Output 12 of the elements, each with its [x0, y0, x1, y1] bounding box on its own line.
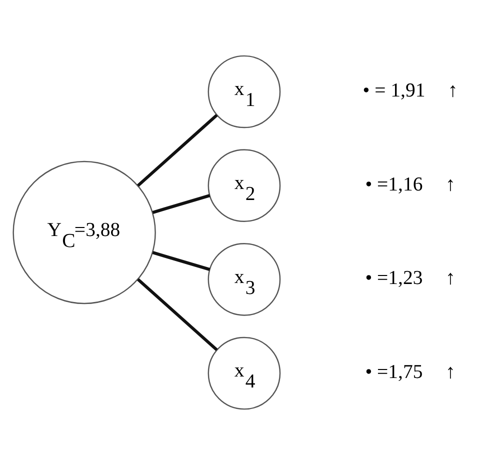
- node-label: • =1,16: [365, 172, 423, 195]
- node-label: ↑: [445, 266, 456, 289]
- connector: [136, 113, 218, 186]
- connector: [152, 194, 210, 214]
- node-label: • =1,75: [365, 360, 423, 382]
- node-label: ↑: [448, 78, 458, 101]
- connector: [136, 278, 218, 351]
- node-label: • = 1,91: [362, 78, 426, 101]
- node-label: ↑: [445, 172, 456, 195]
- node-label: ↑: [445, 360, 456, 382]
- connector: [152, 250, 210, 270]
- node-label: • =1,23: [365, 266, 423, 289]
